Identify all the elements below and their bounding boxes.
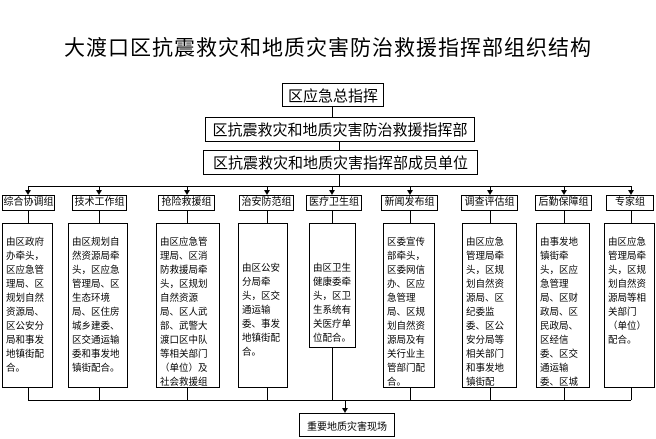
connector-line — [339, 142, 340, 150]
group-label: 技术工作组 — [72, 195, 127, 211]
group-label: 专家组 — [606, 195, 654, 211]
arrow-icon — [25, 190, 31, 195]
group-description: 由区应急管理局、区消防救援局牵头，区规划自然资源局、区人武部、武警大渡口区中队等… — [156, 223, 220, 388]
headquarters-box: 区抗震救灾和地质灾害防治救援指挥部 — [205, 117, 475, 142]
chief-commander-box: 区应急总指挥 — [282, 83, 384, 107]
connector-line — [410, 388, 411, 400]
distribution-line — [28, 186, 631, 187]
group-description: 由区应急管理局牵头，区规划自然资源局、区纪委监委、区公安分局等相关部门和事发地镇… — [462, 223, 517, 388]
connector-line — [490, 211, 491, 223]
arrow-icon — [184, 190, 190, 195]
connector-line — [267, 388, 268, 400]
connector-line — [339, 175, 340, 186]
arrow-icon — [96, 190, 102, 195]
connector-line — [345, 400, 346, 408]
connector-line — [99, 211, 100, 223]
connector-line — [28, 388, 29, 400]
collector-line — [28, 400, 631, 401]
connector-line — [410, 186, 411, 190]
connector-line — [490, 186, 491, 190]
arrow-icon — [342, 408, 348, 413]
connector-line — [99, 388, 100, 400]
connector-line — [267, 211, 268, 223]
connector-line — [490, 388, 491, 400]
connector-line — [187, 186, 188, 190]
group-label: 后勤保障组 — [535, 195, 592, 211]
arrow-icon — [487, 190, 493, 195]
connector-line — [564, 211, 565, 223]
group-description: 由区卫生健康委牵头，区卫生系统有关医疗单位配合。 — [309, 223, 356, 348]
group-label: 调查评估组 — [461, 195, 518, 211]
connector-line — [332, 107, 333, 117]
arrow-icon — [264, 190, 270, 195]
group-label: 新闻发布组 — [381, 195, 438, 211]
group-description: 由事发地镇街牵头，区应急管理局、区财政局、区民政局、区经信委、区交通运输委、区城… — [536, 223, 590, 388]
connector-line — [99, 186, 100, 190]
disaster-site-box: 重要地质灾害现场 — [299, 413, 395, 437]
group-description: 由区规划自然资源局牵头，区应急管理局、区生态环境局、区住房城乡建委、区交通运输委… — [68, 223, 128, 388]
connector-line — [410, 211, 411, 223]
page-title: 大渡口区抗震救灾和地质灾害防治救援指挥部组织结构 — [64, 36, 592, 60]
group-description: 由区公安分局牵头，区交通运输委、事发地镇街配合。 — [238, 223, 288, 388]
connector-line — [564, 388, 565, 400]
connector-line — [564, 186, 565, 190]
arrow-icon — [329, 190, 335, 195]
group-description: 由区应急管理局牵头，区规划自然资源局等相关部门（单位）配合。 — [604, 223, 655, 388]
arrow-icon — [628, 190, 634, 195]
connector-line — [187, 211, 188, 223]
arrow-icon — [407, 190, 413, 195]
group-description: 区委宣传部牵头，区委网信办、区应急管理局、区规划自然资源局及有关行业主管部门配合… — [383, 223, 435, 388]
connector-line — [631, 388, 632, 400]
group-label: 综合协调组 — [2, 195, 55, 211]
connector-line — [28, 186, 29, 190]
connector-line — [332, 186, 333, 190]
group-label: 医疗卫生组 — [306, 195, 362, 211]
connector-line — [267, 186, 268, 190]
connector-line — [332, 211, 333, 223]
arrow-icon — [561, 190, 567, 195]
connector-line — [631, 186, 632, 190]
group-label: 治安防范组 — [239, 195, 294, 211]
connector-line — [187, 388, 188, 400]
group-description: 由区政府办牵头，区应急管理局、区规划自然资源局、区公安分局和事发地镇街配合。 — [2, 223, 53, 388]
connector-line — [631, 211, 632, 223]
connector-line — [332, 348, 333, 400]
member-units-box: 区抗震救灾和地质灾害指挥部成员单位 — [203, 150, 478, 175]
group-label: 抢险救援组 — [158, 195, 215, 211]
connector-line — [28, 211, 29, 223]
